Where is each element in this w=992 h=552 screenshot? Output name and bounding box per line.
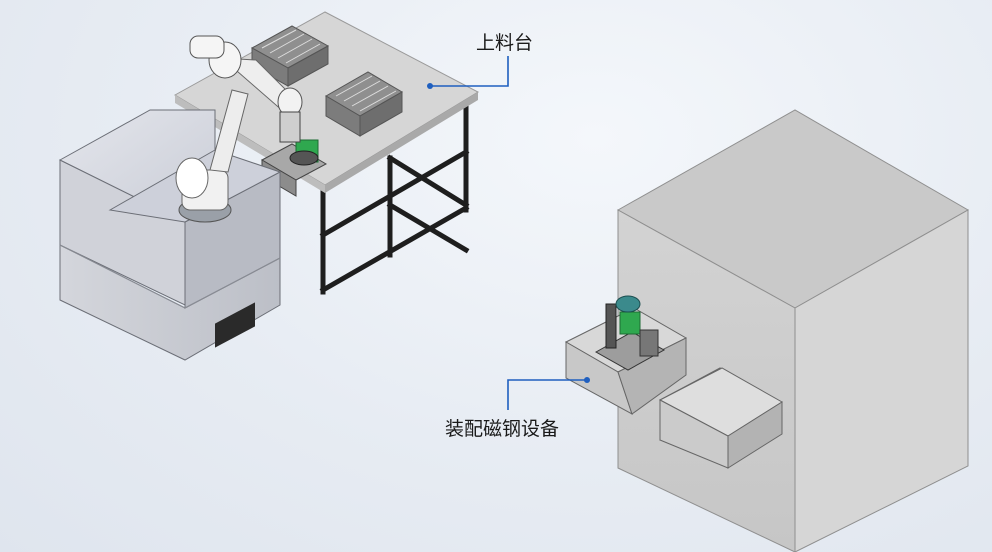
agv-base — [58, 109, 282, 361]
label-loading-station: 上料台 — [476, 32, 534, 54]
tray-stack-left — [250, 25, 330, 87]
label-assembly-equipment: 装配磁钢设备 — [445, 418, 560, 440]
leader-assembly-equipment — [507, 377, 590, 410]
table-frame — [319, 105, 470, 295]
leader-loading-station — [427, 56, 509, 89]
robot-arm — [175, 35, 303, 223]
assembly-fixture — [594, 295, 666, 371]
tray-stack-right — [325, 71, 403, 137]
assembly-drawer-lower — [658, 367, 783, 469]
